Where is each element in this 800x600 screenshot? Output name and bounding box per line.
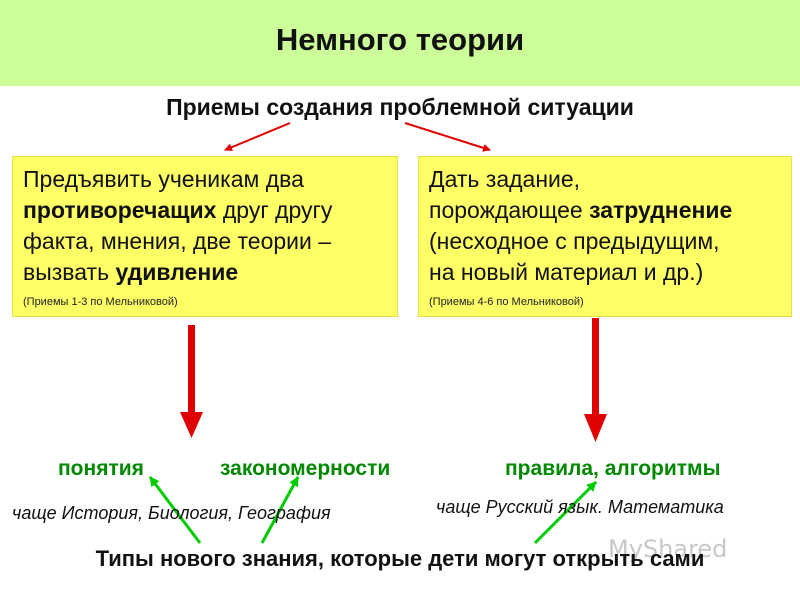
red-arrow-down-left: [180, 325, 203, 438]
left-technique-box: Предъявить ученикам два противоречащих д…: [12, 156, 398, 317]
left-line-3: факта, мнения, две теории –: [23, 228, 332, 254]
left-line-2-rest: друг другу: [216, 197, 333, 223]
label-rules: правила, алгоритмы: [505, 457, 721, 480]
green-arrow-to-concepts: [148, 476, 202, 544]
label-regularities: закономерности: [220, 457, 391, 480]
left-bold-surprise: удивление: [115, 259, 239, 285]
right-line-4: на новый материал и др.): [429, 259, 704, 285]
right-box-note: (Приемы 4-6 по Мельниковой): [429, 296, 584, 308]
red-arrow-down-right: [584, 318, 607, 442]
subjects-right: чаще Русский язык. Математика: [436, 497, 724, 517]
right-line-1: Дать задание,: [429, 166, 581, 192]
subtitle: Приемы создания проблемной ситуации: [166, 94, 634, 120]
red-arrow-to-right-box: [404, 122, 491, 152]
right-box-text: Дать задание, порождающее затруднение (н…: [429, 164, 781, 288]
header-bar: Немного теории: [0, 0, 800, 86]
left-line-4-pre: вызвать: [23, 259, 116, 285]
right-technique-box: Дать задание, порождающее затруднение (н…: [418, 156, 792, 317]
right-line-3: (несходное с предыдущим,: [429, 228, 720, 254]
left-bold-contradicting: противоречащих: [23, 197, 217, 223]
left-box-note: (Приемы 1-3 по Мельниковой): [23, 296, 178, 308]
left-line-1: Предъявить ученикам два: [23, 166, 304, 192]
green-arrow-to-regularities: [260, 476, 300, 544]
subjects-left: чаще История, Биология, География: [12, 503, 331, 523]
green-arrow-to-rules: [533, 480, 598, 545]
footer-caption: Типы нового знания, которые дети могут о…: [95, 546, 705, 571]
page-title: Немного теории: [275, 22, 525, 57]
left-box-text: Предъявить ученикам два противоречащих д…: [23, 164, 387, 288]
right-line-2-pre: порождающее: [429, 197, 590, 223]
right-bold-difficulty: затруднение: [589, 197, 733, 223]
watermark: MyShared: [608, 535, 728, 563]
label-concepts: понятия: [58, 457, 144, 480]
red-arrow-to-left-box: [224, 122, 291, 152]
